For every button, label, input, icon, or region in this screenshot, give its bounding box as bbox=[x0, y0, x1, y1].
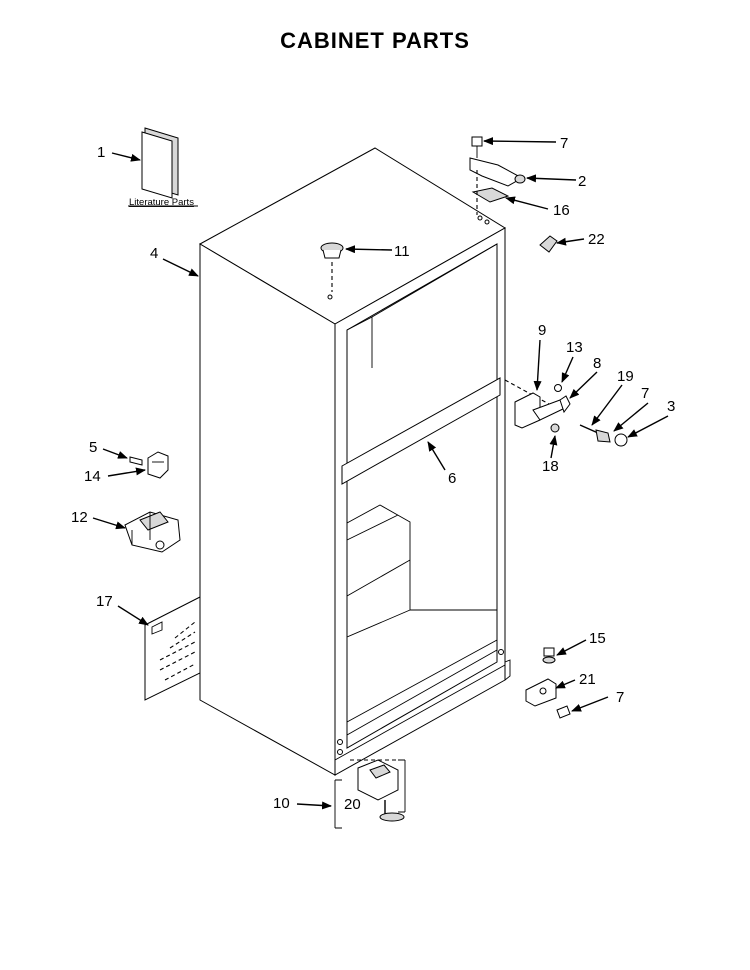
rear-access-panel bbox=[144, 596, 201, 701]
callout-7-center: 7 bbox=[641, 385, 649, 402]
top-plug-part bbox=[320, 242, 344, 292]
callout-1: 1 bbox=[97, 144, 105, 161]
water-valve-part bbox=[124, 511, 181, 553]
callout-9: 9 bbox=[538, 322, 546, 339]
callout-15: 15 bbox=[589, 630, 606, 647]
callout-20: 20 bbox=[344, 796, 361, 813]
lower-right-parts bbox=[525, 647, 571, 719]
callout-3: 3 bbox=[667, 398, 675, 415]
callout-2: 2 bbox=[578, 173, 586, 190]
callout-19: 19 bbox=[617, 368, 634, 385]
literature-parts-booklet bbox=[128, 127, 198, 207]
callout-12: 12 bbox=[71, 509, 88, 526]
callout-8: 8 bbox=[593, 355, 601, 372]
hinge-cover-part bbox=[539, 235, 558, 253]
callout-13: 13 bbox=[566, 339, 583, 356]
cabinet-body bbox=[198, 147, 511, 776]
literature-parts-label: Literature Parts bbox=[129, 197, 194, 208]
callout-21: 21 bbox=[579, 671, 596, 688]
callout-17: 17 bbox=[96, 593, 113, 610]
callout-7-top: 7 bbox=[560, 135, 568, 152]
callout-11: 11 bbox=[394, 243, 410, 260]
left-clip-parts bbox=[129, 451, 169, 479]
top-hinge-assembly bbox=[469, 136, 526, 215]
callout-4: 4 bbox=[150, 245, 158, 262]
callout-6: 6 bbox=[448, 470, 456, 487]
callout-14: 14 bbox=[84, 468, 101, 485]
callout-10: 10 bbox=[273, 795, 290, 812]
callout-7-bottom: 7 bbox=[616, 689, 624, 706]
callout-16: 16 bbox=[553, 202, 570, 219]
page-title: CABINET PARTS bbox=[280, 28, 470, 53]
center-hinge-assembly bbox=[504, 379, 628, 447]
callout-18: 18 bbox=[542, 458, 559, 475]
callout-5: 5 bbox=[89, 439, 97, 456]
callout-22: 22 bbox=[588, 231, 605, 248]
leveling-leg-assembly bbox=[334, 759, 406, 829]
leader-lines bbox=[92, 137, 669, 810]
